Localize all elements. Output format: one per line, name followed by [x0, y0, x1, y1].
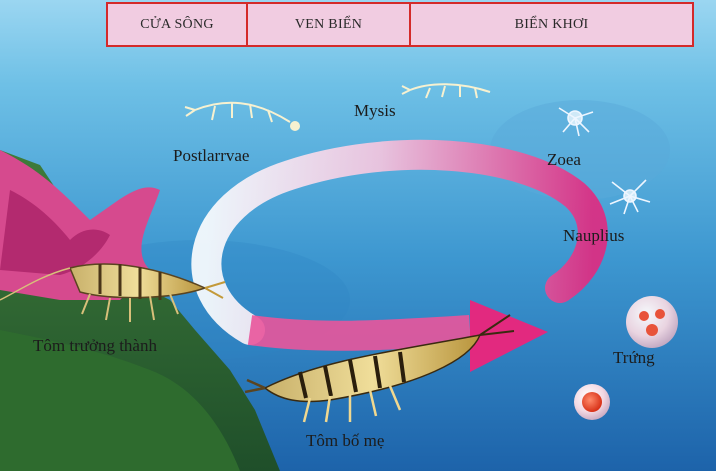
zone-estuary: CỬA SÔNG — [106, 4, 246, 45]
label-mysis: Mysis — [354, 101, 396, 121]
zone-coastal: VEN BIỂN — [246, 4, 409, 45]
label-egg: Trứng — [613, 348, 655, 368]
label-nauplius: Nauplius — [563, 226, 624, 246]
label-zoea: Zoea — [547, 150, 581, 170]
habitat-zone-header: CỬA SÔNG VEN BIỂN BIỂN KHƠI — [106, 2, 694, 47]
zone-open-sea: BIỂN KHƠI — [409, 4, 694, 45]
label-postlarvae: Postlarrvae — [173, 146, 249, 166]
label-adult-shrimp: Tôm trưởng thành — [33, 336, 157, 356]
label-parent-shrimp: Tôm bố mẹ — [306, 431, 384, 451]
